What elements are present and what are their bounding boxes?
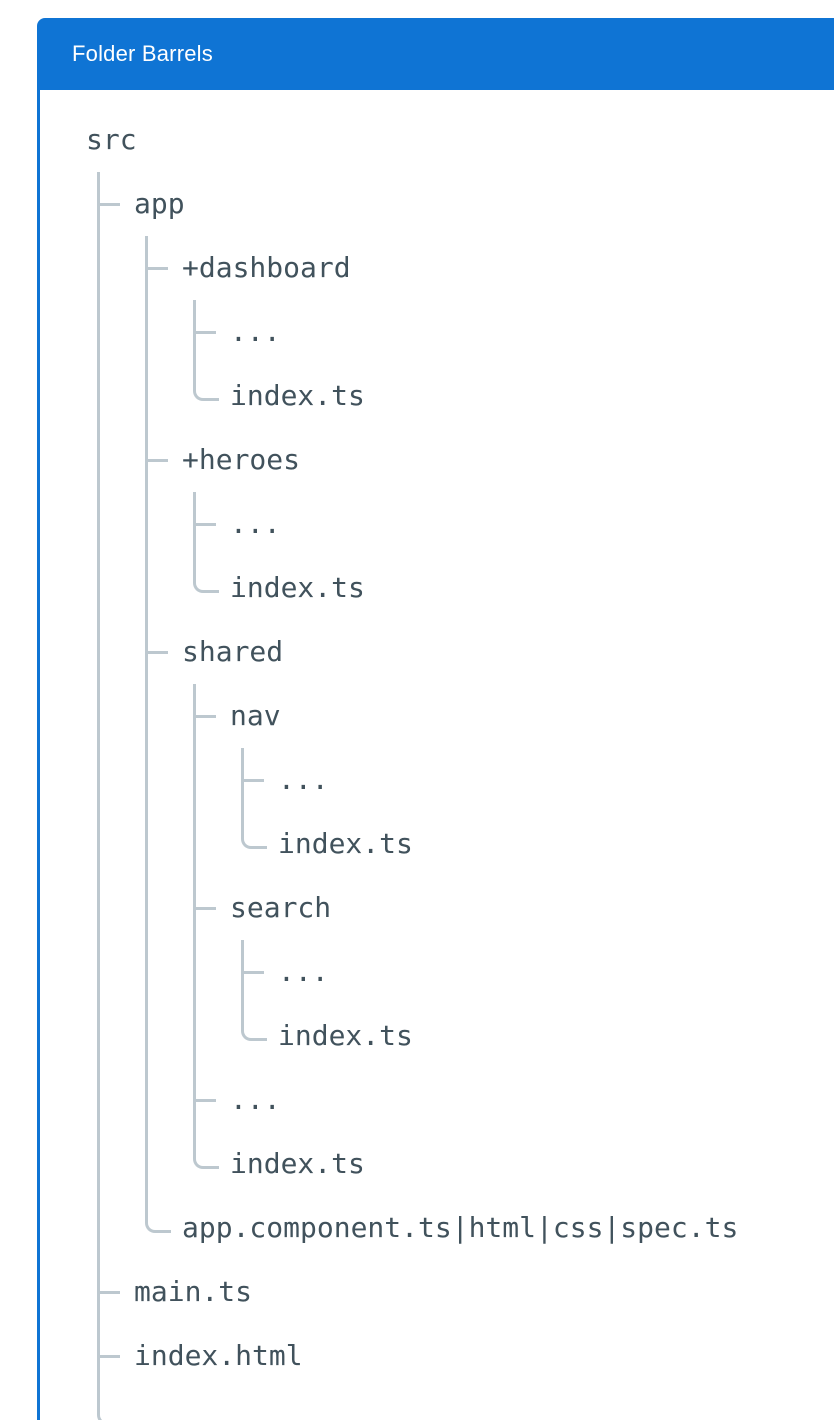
tree-group: ... index.ts [241,748,834,876]
file-label: index.ts [278,1019,413,1052]
tree-node-nav: nav... index.ts [193,684,834,876]
tree-node-shared: shared nav... index.ts search... index.ts...… [145,620,834,1196]
card-body: src app +dashboard... index.ts +heroes... ind… [37,90,834,1420]
file-label: index.ts [230,379,365,412]
file-label: ... [230,1083,281,1116]
card-title: Folder Barrels [72,41,213,66]
tree-node-ellipsis: ... [241,940,834,1004]
folder-label: search [230,891,332,924]
tree-group: ... index.ts [193,300,834,428]
tree-node-ellipsis: ... [193,492,834,556]
tree-node-index-ts: index.ts [193,364,834,428]
tree-node-ellipsis: ... [193,1068,834,1132]
tree-node-index-ts: index.ts [241,1004,834,1068]
tree-group: nav... index.ts search... index.ts... index.… [193,684,834,1196]
tree-node-ellipsis: ... [241,748,834,812]
tree-node-src: src app +dashboard... index.ts +heroes... ind… [86,108,834,1420]
tree-node-dashboard: +dashboard... index.ts [145,236,834,428]
folder-label: +heroes [182,443,301,476]
file-label: index.ts [230,571,365,604]
folder-label: src [86,123,137,156]
folder-tree: src app +dashboard... index.ts +heroes... ind… [86,108,834,1420]
file-label [134,1388,834,1420]
tree-node-app: app +dashboard... index.ts +heroes... index.… [97,172,834,1260]
folder-barrels-card: Folder Barrels src app +dashboard... index.… [37,18,834,1420]
file-label: index.ts [278,827,413,860]
file-label: ... [278,955,329,988]
file-label: ... [230,507,281,540]
tree-node-heroes: +heroes... index.ts [145,428,834,620]
tree-node-app-component-ts-html-css-spec-ts: app.component.ts|html|css|spec.ts [145,1196,834,1260]
folder-label: nav [230,699,281,732]
tree-node-index-ts: index.ts [193,556,834,620]
tree-node-ellipsis: ... [193,300,834,364]
tree-group: ... index.ts [193,492,834,620]
tree-root-group: src app +dashboard... index.ts +heroes... ind… [86,108,834,1420]
tree-group: app +dashboard... index.ts +heroes... index.… [97,172,834,1420]
tree-node-index-html: index.html [97,1324,834,1388]
file-label: ... [230,315,281,348]
tree-node-index-ts: index.ts [241,812,834,876]
folder-label: +dashboard [182,251,351,284]
folder-label: app [134,187,185,220]
tree-node-search: search... index.ts [193,876,834,1068]
tree-node-main-ts: main.ts [97,1260,834,1324]
file-label: index.html [134,1339,303,1372]
card-header: Folder Barrels [37,18,834,90]
file-label: app.component.ts|html|css|spec.ts [182,1211,739,1244]
tree-node-cutoff [97,1388,834,1420]
file-label: ... [278,763,329,796]
folder-label: shared [182,635,284,668]
file-label: index.ts [230,1147,365,1180]
tree-node-index-ts: index.ts [193,1132,834,1196]
tree-group: ... index.ts [241,940,834,1068]
file-label: main.ts [134,1275,253,1308]
